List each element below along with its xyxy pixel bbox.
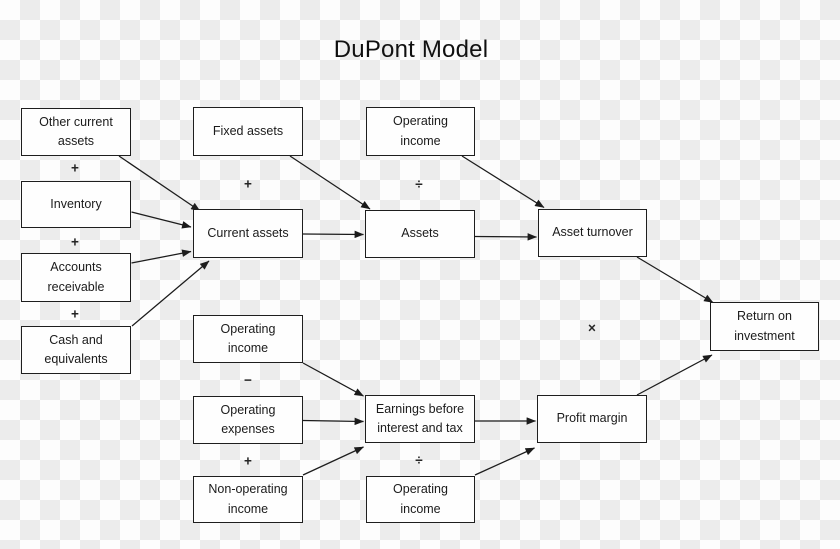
node-earnings-before-interest-and-tax: Earnings before interest and tax <box>365 395 475 443</box>
node-label: Operating income <box>220 321 276 355</box>
node-label: Other current assets <box>39 114 113 148</box>
operator-times: × <box>588 320 596 336</box>
node-label: Inventory <box>50 196 102 211</box>
node-other-current-assets: Other current assets <box>21 108 131 156</box>
node-label: Return on investment <box>734 309 795 343</box>
operator-plus: + <box>71 160 79 176</box>
node-label: Current assets <box>207 225 289 240</box>
node-profit-margin: Profit margin <box>537 395 647 443</box>
operator-plus: + <box>71 306 79 322</box>
node-label: Operating income <box>393 482 448 516</box>
node-label: Profit margin <box>556 411 628 426</box>
node-label: Assets <box>401 226 439 241</box>
node-operating-income-bottom: Operating income <box>366 476 475 523</box>
node-fixed-assets: Fixed assets <box>193 107 303 156</box>
edge-non-operating-income-to-ebit <box>302 446 364 476</box>
node-asset-turnover: Asset turnover <box>538 209 647 257</box>
node-label: Operating expenses <box>220 402 276 436</box>
node-label: Fixed assets <box>212 123 284 138</box>
edge-profit-margin-to-return-on-investment <box>636 354 713 396</box>
node-inventory: Inventory <box>21 181 131 228</box>
node-label: Asset turnover <box>552 225 633 240</box>
operator-plus: + <box>244 176 252 192</box>
node-operating-income-top: Operating income <box>366 107 475 156</box>
edge-operating-expenses-to-ebit <box>302 417 364 426</box>
node-assets: Assets <box>365 210 475 258</box>
operator-plus: + <box>71 234 79 250</box>
node-accounts-receivable: Accounts receivable <box>21 253 131 302</box>
node-label: Earnings before interest and tax <box>375 401 465 435</box>
operator-plus: + <box>244 453 252 469</box>
edge-current-assets-to-assets <box>302 230 364 239</box>
edge-assets-to-asset-turnover <box>474 233 537 241</box>
node-operating-income-middle: Operating income <box>193 315 303 363</box>
operator-divide: ÷ <box>415 176 423 192</box>
edge-operating-income-to-ebit <box>302 362 364 397</box>
node-current-assets: Current assets <box>193 209 303 258</box>
node-label: Accounts receivable <box>47 260 105 294</box>
edge-operating-income-to-asset-turnover <box>461 155 545 209</box>
edge-inventory-to-current-assets <box>131 211 192 229</box>
operator-minus: − <box>244 372 252 388</box>
edge-operating-income-to-profit-margin <box>474 447 535 476</box>
node-label: Operating income <box>393 114 448 148</box>
node-label: Non-operating income <box>208 482 288 516</box>
node-operating-expenses: Operating expenses <box>193 396 303 444</box>
node-return-on-investment: Return on investment <box>710 302 819 351</box>
edge-fixed-assets-to-assets <box>289 155 371 210</box>
node-label: Cash and equivalents <box>44 332 108 366</box>
edge-accounts-receivable-to-current-assets <box>131 249 192 264</box>
page-title: DuPont Model <box>333 36 489 63</box>
node-cash-and-equivalents: Cash and equivalents <box>21 326 131 374</box>
edge-asset-turnover-to-return-on-investment <box>636 256 714 304</box>
edge-other-current-assets-to-current-assets <box>118 155 201 212</box>
node-non-operating-income: Non-operating income <box>193 476 303 523</box>
operator-divide: ÷ <box>415 452 423 468</box>
